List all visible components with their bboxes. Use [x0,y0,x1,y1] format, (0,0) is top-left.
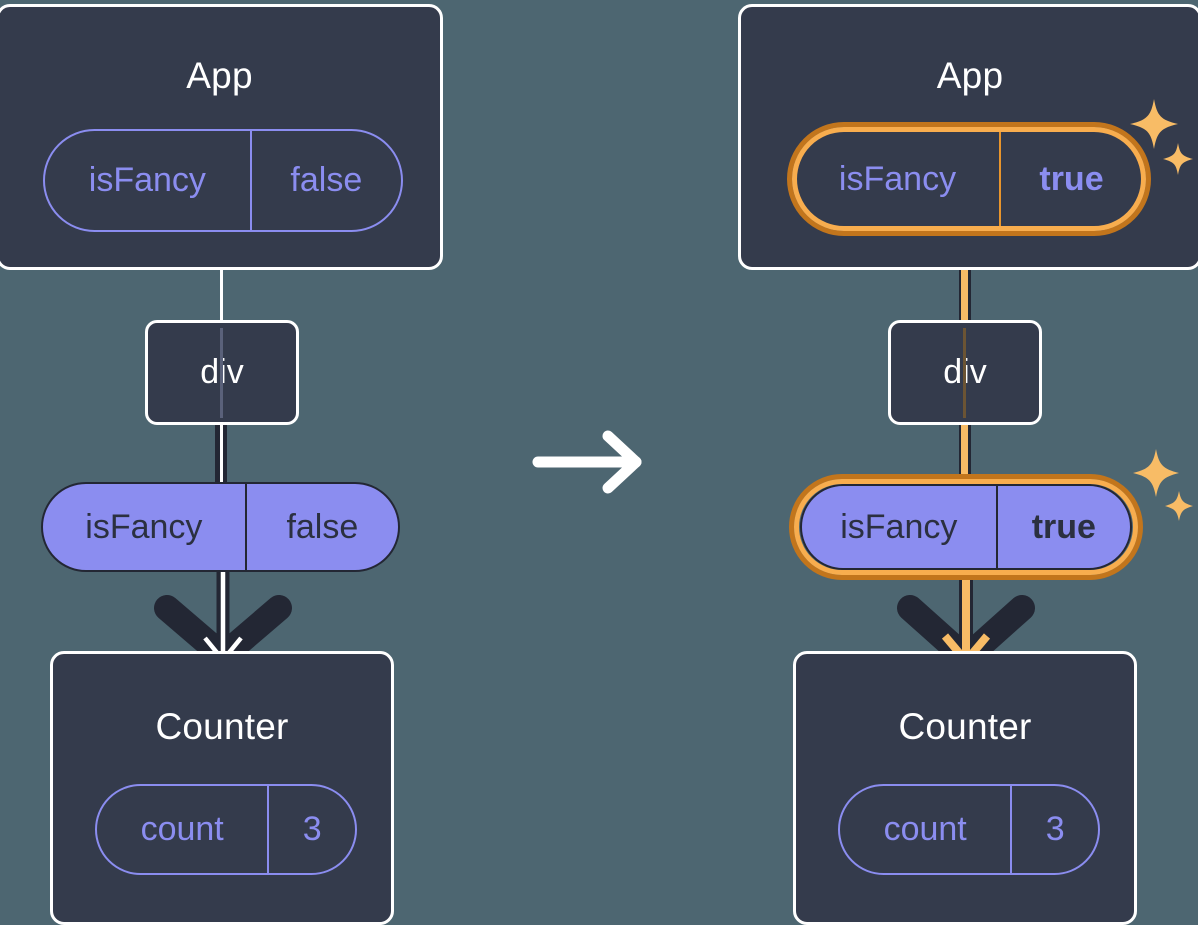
app-prop-value-before: false [249,131,401,230]
connector-through-div-before [220,328,223,418]
connector-div-to-pill-core-after [961,423,968,485]
prop-pill-name-before: isFancy [85,507,203,546]
app-prop-value-after: true [999,131,1142,227]
counter-title-after: Counter [898,706,1032,747]
connector-div-to-pill-core-before [220,423,223,485]
counter-component-box-before: Counter count 3 [50,651,394,925]
app-prop-pill-after: isFancy true [796,131,1142,227]
prop-pill-name-after: isFancy [840,507,958,546]
app-component-box-before: App isFancy false [0,4,443,270]
counter-component-box-after: Counter count 3 [793,651,1137,925]
counter-state-pill-before: count 3 [95,784,357,875]
prop-pill-value-before: false [244,484,398,570]
connector-app-to-div-before [220,268,223,324]
prop-pill-before: isFancy false [41,482,400,572]
sparkles-icon-pill-after [1133,449,1193,521]
counter-state-name-after: count [883,810,967,848]
prop-pill-after: isFancy true [800,484,1132,570]
sparkles-icon-app-after [1130,99,1193,175]
counter-state-pill-after: count 3 [838,784,1100,875]
connector-through-div-after [963,328,966,418]
app-title-after: App [936,55,1004,96]
counter-state-value-after: 3 [1010,786,1098,873]
connector-app-to-div-core-after [961,230,968,324]
app-prop-name-before: isFancy [88,161,206,199]
transition-arrow-right-icon [532,430,642,494]
counter-title-before: Counter [155,706,289,747]
app-prop-pill-before: isFancy false [43,129,403,232]
app-title-before: App [186,55,253,96]
counter-state-value-before: 3 [267,786,355,873]
prop-pill-value-after: true [995,486,1130,568]
app-prop-name-after: isFancy [838,159,957,198]
counter-state-name-before: count [140,810,224,848]
